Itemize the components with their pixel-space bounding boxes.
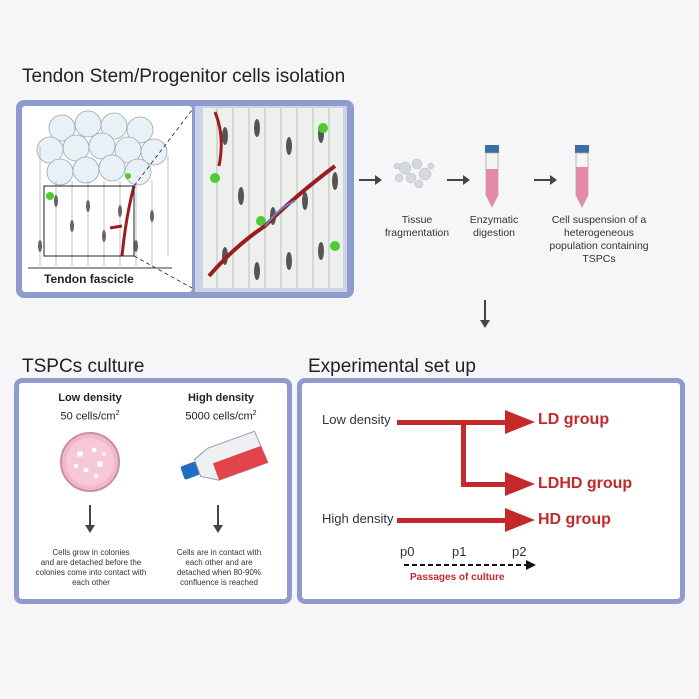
high-density-text: 5000 cells/cm — [185, 410, 253, 423]
branch-vertical — [461, 422, 466, 486]
arrow-right-icon — [447, 175, 470, 185]
hd-group-label: HD group — [538, 511, 611, 528]
step-label-suspension: Cell suspension of a heterogeneous popul… — [549, 214, 649, 265]
fascicle-label: Tendon fascicle — [44, 272, 134, 286]
tissue-fragments-icon — [393, 158, 435, 189]
high-density-sup: 2 — [252, 410, 257, 417]
low-density-sup: 2 — [115, 410, 120, 417]
passages-label: Passages of culture — [410, 572, 505, 583]
passage-p1: p1 — [452, 544, 467, 559]
low-density-description: Cells grow in colonies and are detached … — [35, 548, 147, 587]
low-density-value: 50 cells/cm2 — [40, 407, 140, 424]
step-label-fragmentation: Tissue fragmentation — [384, 214, 450, 239]
hd-arrow-head — [505, 508, 535, 532]
tube-icon — [575, 145, 589, 208]
tendon-fascicle-illustration — [28, 109, 193, 289]
hd-arrow-shaft — [397, 518, 509, 523]
arrow-right-icon — [359, 175, 382, 185]
passage-p2: p2 — [512, 544, 527, 559]
setup-high-density-label: High density — [322, 511, 394, 526]
ldhd-arrow-head — [505, 472, 535, 496]
low-density-title: Low density — [58, 392, 122, 404]
ldhd-arrow-shaft — [461, 482, 509, 487]
setup-low-density-label: Low density — [322, 412, 391, 427]
culture-flask-icon — [180, 430, 269, 481]
setup-panel — [297, 378, 685, 604]
ld-arrow-head — [505, 410, 535, 434]
step-label-digestion: Enzymatic digestion — [469, 214, 519, 239]
fascicle-panel: Tendon fascicle — [22, 106, 193, 292]
petri-dish-icon — [60, 432, 120, 492]
culture-panel — [14, 378, 292, 604]
ldhd-group-label: LDHD group — [538, 475, 633, 492]
arrow-down-icon — [213, 505, 223, 533]
passage-p0: p0 — [400, 544, 415, 559]
high-density-title: High density — [187, 392, 254, 404]
zoomed-fibre-illustration — [203, 108, 343, 288]
high-density-value: 5000 cells/cm2 — [166, 407, 276, 424]
arrow-down-icon — [85, 505, 95, 533]
setup-arrows — [397, 410, 535, 532]
arrow-down-icon — [480, 300, 490, 328]
low-density-text: 50 cells/cm — [60, 410, 116, 423]
setup-title: Experimental set up — [308, 356, 476, 377]
tube-icon — [485, 145, 499, 208]
isolation-title: Tendon Stem/Progenitor cells isolation — [22, 66, 346, 87]
ld-arrow-shaft — [397, 420, 509, 425]
arrow-right-icon — [534, 175, 557, 185]
high-density-description: Cells are in contact with each other and… — [176, 548, 262, 587]
ld-group-label: LD group — [538, 411, 610, 428]
passages-arrow — [404, 560, 536, 570]
culture-title: TSPCs culture — [22, 356, 145, 377]
zoom-panel — [195, 106, 347, 292]
